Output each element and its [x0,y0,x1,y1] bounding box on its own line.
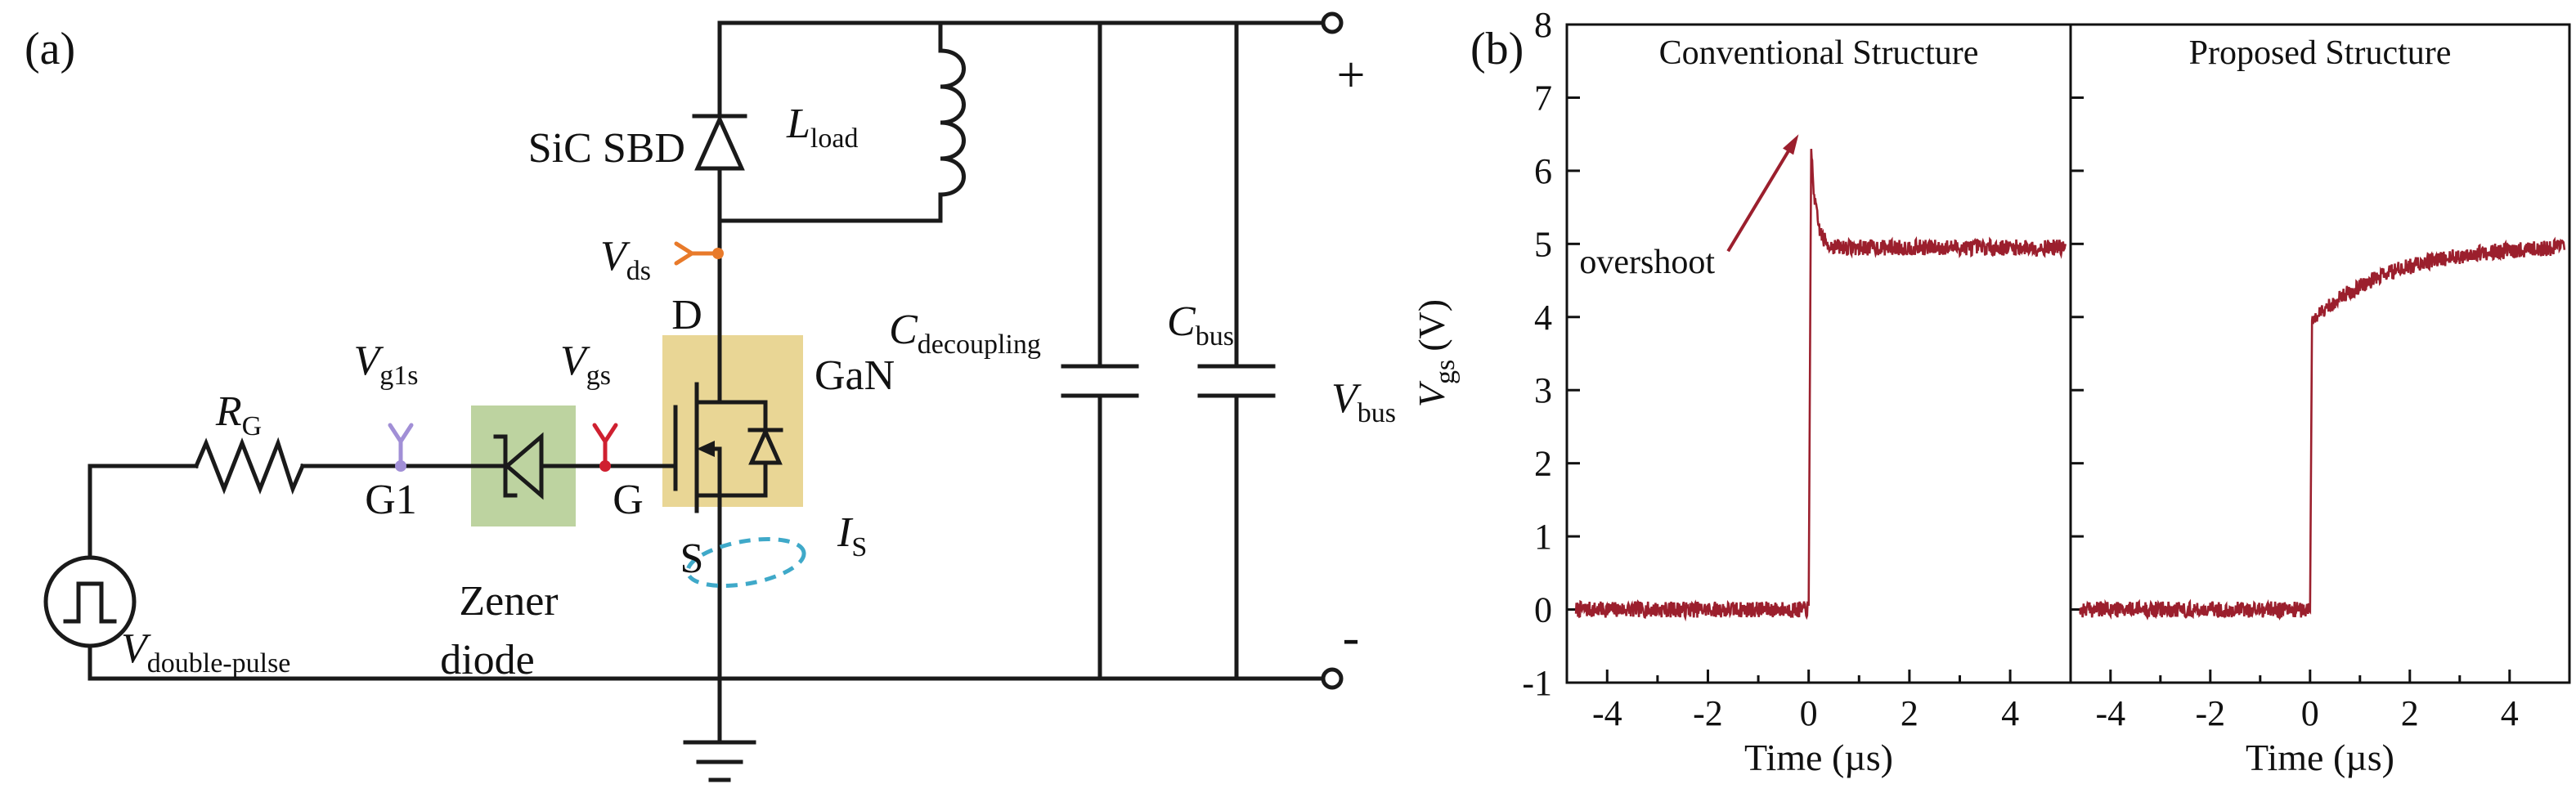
vds-probe-dot [712,248,724,259]
body-diode-leads [717,400,783,498]
x-tick-label: -4 [2095,693,2125,733]
source-label: S [680,535,704,582]
y-axis-label: Vgs(V) [1411,299,1461,407]
inductor-bottom-lead [717,192,943,223]
vds-probe-fork [674,241,720,266]
y-tick-label: 4 [1534,298,1552,338]
c-bus-label: Cbus [1167,298,1234,352]
i-s-label: IS [837,509,867,562]
vg1s-probe [388,423,414,468]
panel-b-label: (b) [1470,24,1524,74]
overshoot-annotation: overshoot [1579,244,1715,281]
plot-title: Conventional Structure [1659,34,1979,72]
pulse-glyph [63,581,117,624]
vg1s-probe-dot [395,460,406,472]
sic-sbd-label: SiC SBD [528,125,685,172]
charts-root: -4 -2 0 2 4 8 7 6 5 4 3 2 1 0 -1 Conventional Structure… [1522,5,2571,778]
y-tick-label: 5 [1534,224,1552,264]
v-bus-label: Vbus [1331,375,1396,428]
overshoot-arrow [1726,138,1797,253]
panel-a-label: (a) [25,24,75,74]
y-tick-label: 2 [1534,444,1552,484]
vgs-probe-dot [599,460,611,472]
pulse-source-circle [43,555,137,648]
x-tick-label: -2 [1693,693,1723,733]
circuit-diagram: (a) SiC SBD Lload Vds D Cdecoupling Cbus… [25,11,1396,782]
x-tick-label: 0 [2301,693,2319,733]
x-tick-label: -4 [1592,693,1622,733]
x-axis-title: Time (µs) [2246,737,2394,778]
mosfet-arrow [697,441,715,457]
zener-label-line2: diode [440,637,535,683]
ground-symbol [683,740,756,782]
plot-border [2069,23,2571,684]
plot-border [1565,23,2072,684]
v-g1s-label: Vg1s [354,338,419,391]
rg-resistor [193,437,306,495]
c-decoupling-plates [1061,364,1139,398]
v-ds-label: Vds [600,233,651,286]
y-tick-label: 7 [1534,78,1552,118]
y-tick-label: 6 [1534,151,1552,191]
v-gs-label: Vgs [560,338,611,391]
plus-sign: + [1337,47,1366,103]
vgs-probe-fork [592,423,618,468]
y-tick-label: 1 [1534,517,1552,557]
vds-probe [674,241,720,266]
x-tick-label: -2 [2195,693,2225,733]
plot-title: Proposed Structure [2189,34,2452,72]
x-tick-label: 4 [2001,693,2019,733]
mosfet-leads [694,400,722,498]
y-tick-label: -1 [1522,663,1552,703]
overshoot-arrowhead [1783,134,1799,155]
gate-label: G [613,477,644,523]
waveform-conventional [1574,149,2067,622]
r-g-label: RG [215,388,262,441]
circuit-wires [43,11,1344,782]
inductor-coil [938,48,966,197]
minus-sign: - [1343,610,1360,665]
vgs-probe [592,423,618,468]
drain-label: D [671,292,702,338]
waveform-proposed [2079,236,2566,621]
x-axis-title: Time (µs) [1744,737,1893,778]
sbd-diode-triangle [694,114,745,171]
body-diode-triangle [748,426,783,465]
zener-label-line1: Zener [459,578,558,625]
x-tick-label: 2 [2401,693,2419,733]
vg1s-probe-fork [388,423,414,468]
zener-triangle [504,432,544,500]
y-tick-label: 8 [1534,5,1552,45]
waveform-panel: (b) Vgs(V) -4 -2 0 2 4 8 7 6 5 4 3 2 1 0 -1 Conventiona… [1411,5,2571,778]
positive-terminal [1321,11,1344,34]
v-double-pulse-label: Vdouble-pulse [121,625,290,679]
x-tick-label: 2 [1901,693,1919,733]
gate1-label: G1 [365,477,417,523]
is-current-loop [685,537,806,588]
l-load-label: Lload [786,101,858,154]
c-bus-plates [1197,364,1276,398]
gan-highlight-box [662,335,803,507]
y-tick-label: 0 [1534,590,1552,630]
c-decoupling-label: Cdecoupling [889,307,1041,360]
y-tick-label: 3 [1534,370,1552,410]
x-tick-label: 0 [1800,693,1818,733]
negative-terminal [1321,667,1344,690]
x-tick-label: 4 [2501,693,2519,733]
gan-label: GaN [815,352,895,399]
